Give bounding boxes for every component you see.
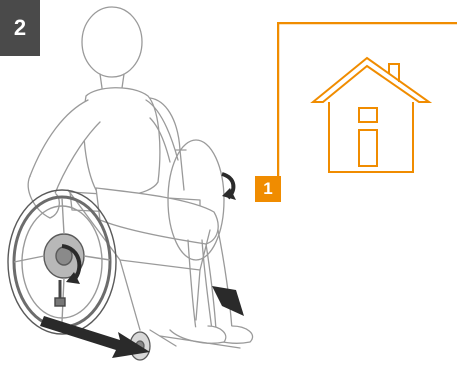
callout-number: 1: [263, 179, 272, 199]
callout-number-badge: 1: [255, 176, 281, 202]
step-number: 2: [14, 15, 26, 41]
home-callout-frame: [277, 22, 457, 202]
home-icon: [313, 58, 429, 172]
step-number-badge: 2: [0, 0, 40, 56]
down-arrow-icon: [222, 174, 236, 200]
